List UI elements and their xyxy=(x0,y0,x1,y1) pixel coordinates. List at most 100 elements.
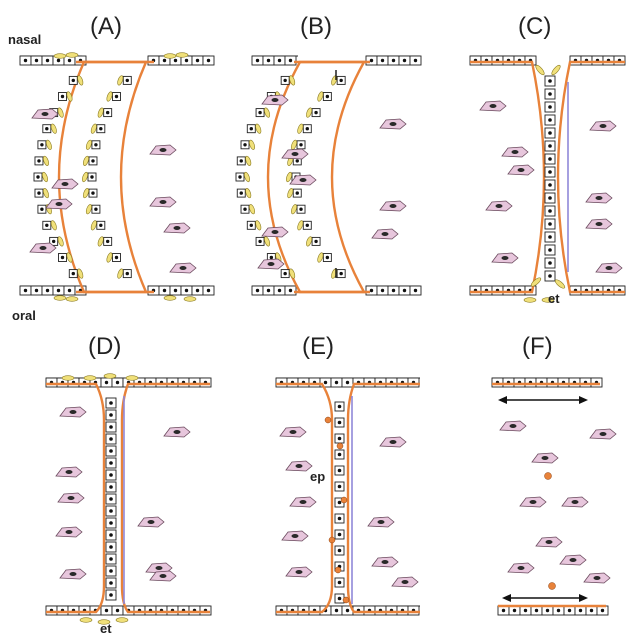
panel-c-seam-nucleus xyxy=(548,79,552,83)
panel-f-mesenchyme-cell-nucleus xyxy=(510,424,517,428)
panel-b-left-shelf-nucleus xyxy=(250,224,253,227)
panel-d-seam-nucleus xyxy=(109,437,113,441)
panel-f-mesenchyme-cell-nucleus xyxy=(570,558,577,562)
panel-d-seam-nucleus xyxy=(109,521,113,525)
label-et-d: et xyxy=(100,621,112,635)
panel-a-mesenchyme-cell-nucleus xyxy=(160,148,167,152)
panel-e-seam-nucleus xyxy=(338,533,342,537)
panel-f-arrow-head-right xyxy=(579,594,588,602)
panel-a-mesenchyme-cell-nucleus xyxy=(42,112,49,116)
panel-a-left-shelf-nucleus xyxy=(61,256,64,259)
panel-a-oral-right-nucleus xyxy=(163,289,166,292)
panel-e-seam-nucleus xyxy=(338,421,342,425)
panel-b-right-shelf-nucleus xyxy=(326,95,329,98)
panel-b-right-shelf-nucleus xyxy=(306,224,309,227)
panel-d-seam-nucleus xyxy=(109,473,113,477)
panel-c-periderm xyxy=(554,278,566,289)
panel-a-nasal-left-nucleus xyxy=(46,59,49,62)
panel-c-seam-nucleus xyxy=(548,105,552,109)
panel-e-epithelial-fragment xyxy=(337,443,343,449)
panel-a-right-shelf-nucleus xyxy=(106,240,109,243)
panel-a-right-shelf-nucleus xyxy=(90,175,93,178)
panel-b-right-shelf-nucleus xyxy=(314,240,317,243)
panel-b-nasal-right-nucleus xyxy=(392,59,395,62)
panel-c-mesenchyme-cell-nucleus xyxy=(518,168,525,172)
panel-f-oral-nucleus xyxy=(590,609,593,612)
panel-b-right-shelf-nucleus xyxy=(339,79,342,82)
panel-e-seam-nucleus xyxy=(338,549,342,553)
panel-a-periderm xyxy=(66,297,78,302)
panel-e-nasal-nucleus xyxy=(324,381,327,384)
panel-d-oral-nucleus xyxy=(105,609,108,612)
panel-a-left-shelf-nucleus xyxy=(52,240,55,243)
panel-b-nasal-left-nucleus xyxy=(256,59,259,62)
panel-f xyxy=(492,378,616,615)
panel-b-oral-right-nucleus xyxy=(381,289,384,292)
panel-b-oral-right-nucleus xyxy=(392,289,395,292)
panel-d-mesenchyme-cell-nucleus xyxy=(70,410,77,414)
panel-b-left-shelf-nucleus xyxy=(240,191,243,194)
panel-a-left-shelf-nucleus xyxy=(45,127,48,130)
panel-b-oral-left-nucleus xyxy=(267,289,270,292)
panel-c-mesenchyme-cell-nucleus xyxy=(606,266,613,270)
panel-a-oral-right-nucleus xyxy=(207,289,210,292)
panel-d-seam-nucleus xyxy=(109,461,113,465)
panel-d-seam-nucleus xyxy=(109,545,113,549)
panel-a-right-shelf-nucleus xyxy=(91,191,94,194)
panel-a-right-shelf-nucleus xyxy=(126,272,129,275)
panel-f-mesenchyme-cell-nucleus xyxy=(600,432,607,436)
panel-d-periderm xyxy=(84,376,96,381)
panel-a-nasal-right-nucleus xyxy=(196,59,199,62)
panel-c-mesenchyme-cell-nucleus xyxy=(512,150,519,154)
panel-b-nasal-right-nucleus xyxy=(414,59,417,62)
panel-b-left-shelf-nucleus xyxy=(283,79,286,82)
panel-f-mesenchyme-cell-nucleus xyxy=(594,576,601,580)
panel-e-nasal-nucleus xyxy=(346,381,349,384)
panel-b-left-shelf-nucleus xyxy=(243,143,246,146)
panel-a-right-shelf-nucleus xyxy=(99,127,102,130)
panel-e-oral-nucleus xyxy=(346,609,349,612)
panel-a-periderm xyxy=(164,54,176,59)
panel-d-seam-nucleus xyxy=(109,401,113,405)
panel-e-mesenchyme-cell-nucleus xyxy=(290,430,297,434)
panel-e-seam-nucleus xyxy=(338,453,342,457)
panel-e-mesenchyme-cell-nucleus xyxy=(390,440,397,444)
panel-a-nasal-right-nucleus xyxy=(207,59,210,62)
panel-b-left-shelf-nucleus xyxy=(240,159,243,162)
panel-b-nasal-left-nucleus xyxy=(278,59,281,62)
panel-a-nasal-right-nucleus xyxy=(163,59,166,62)
panel-a-left-shelf-outline xyxy=(59,62,154,292)
panel-a-right-shelf-nucleus xyxy=(115,95,118,98)
panel-b-oral-left-nucleus xyxy=(256,289,259,292)
panel-a-left-shelf-nucleus xyxy=(61,95,64,98)
panel-a-nasal-right-nucleus xyxy=(185,59,188,62)
panel-c-seam-nucleus xyxy=(548,131,552,135)
panel-b-left-shelf-nucleus xyxy=(270,256,273,259)
panel-f-oral-nucleus xyxy=(568,609,571,612)
panel-c-seam-nucleus xyxy=(548,118,552,122)
panel-b-left-shelf-nucleus xyxy=(238,175,241,178)
label-oral: oral xyxy=(12,308,36,323)
panel-a-mesenchyme-cell-nucleus xyxy=(56,202,63,206)
panel-c-seam-nucleus xyxy=(548,144,552,148)
panel-c-seam-nucleus xyxy=(548,183,552,187)
panel-c-seam-nucleus xyxy=(548,248,552,252)
panel-b-mesenchyme-cell-nucleus xyxy=(300,178,307,182)
panel-c-mesenchyme-cell-nucleus xyxy=(600,124,607,128)
panel-d-mesenchyme-cell-nucleus xyxy=(68,496,75,500)
panel-a-left-shelf-nucleus xyxy=(40,143,43,146)
panel-d-seam-nucleus xyxy=(109,533,113,537)
panel-d-mesenchyme-cell-nucleus xyxy=(160,574,167,578)
panel-a-mesenchyme-cell-nucleus xyxy=(180,266,187,270)
panel-b-mesenchyme-cell-nucleus xyxy=(390,204,397,208)
panel-a-oral-left-nucleus xyxy=(68,289,71,292)
panel-letter-d: (D) xyxy=(88,333,121,360)
panel-c-seam-nucleus xyxy=(548,274,552,278)
panel-c-seam-nucleus xyxy=(548,209,552,213)
panel-d-mesenchyme-cell-nucleus xyxy=(66,530,73,534)
panel-letter-f: (F) xyxy=(522,333,553,360)
panel-letter-c: (C) xyxy=(518,13,551,40)
panel-a-left-shelf-nucleus xyxy=(36,175,39,178)
panel-c-mesenchyme-cell-nucleus xyxy=(490,104,497,108)
